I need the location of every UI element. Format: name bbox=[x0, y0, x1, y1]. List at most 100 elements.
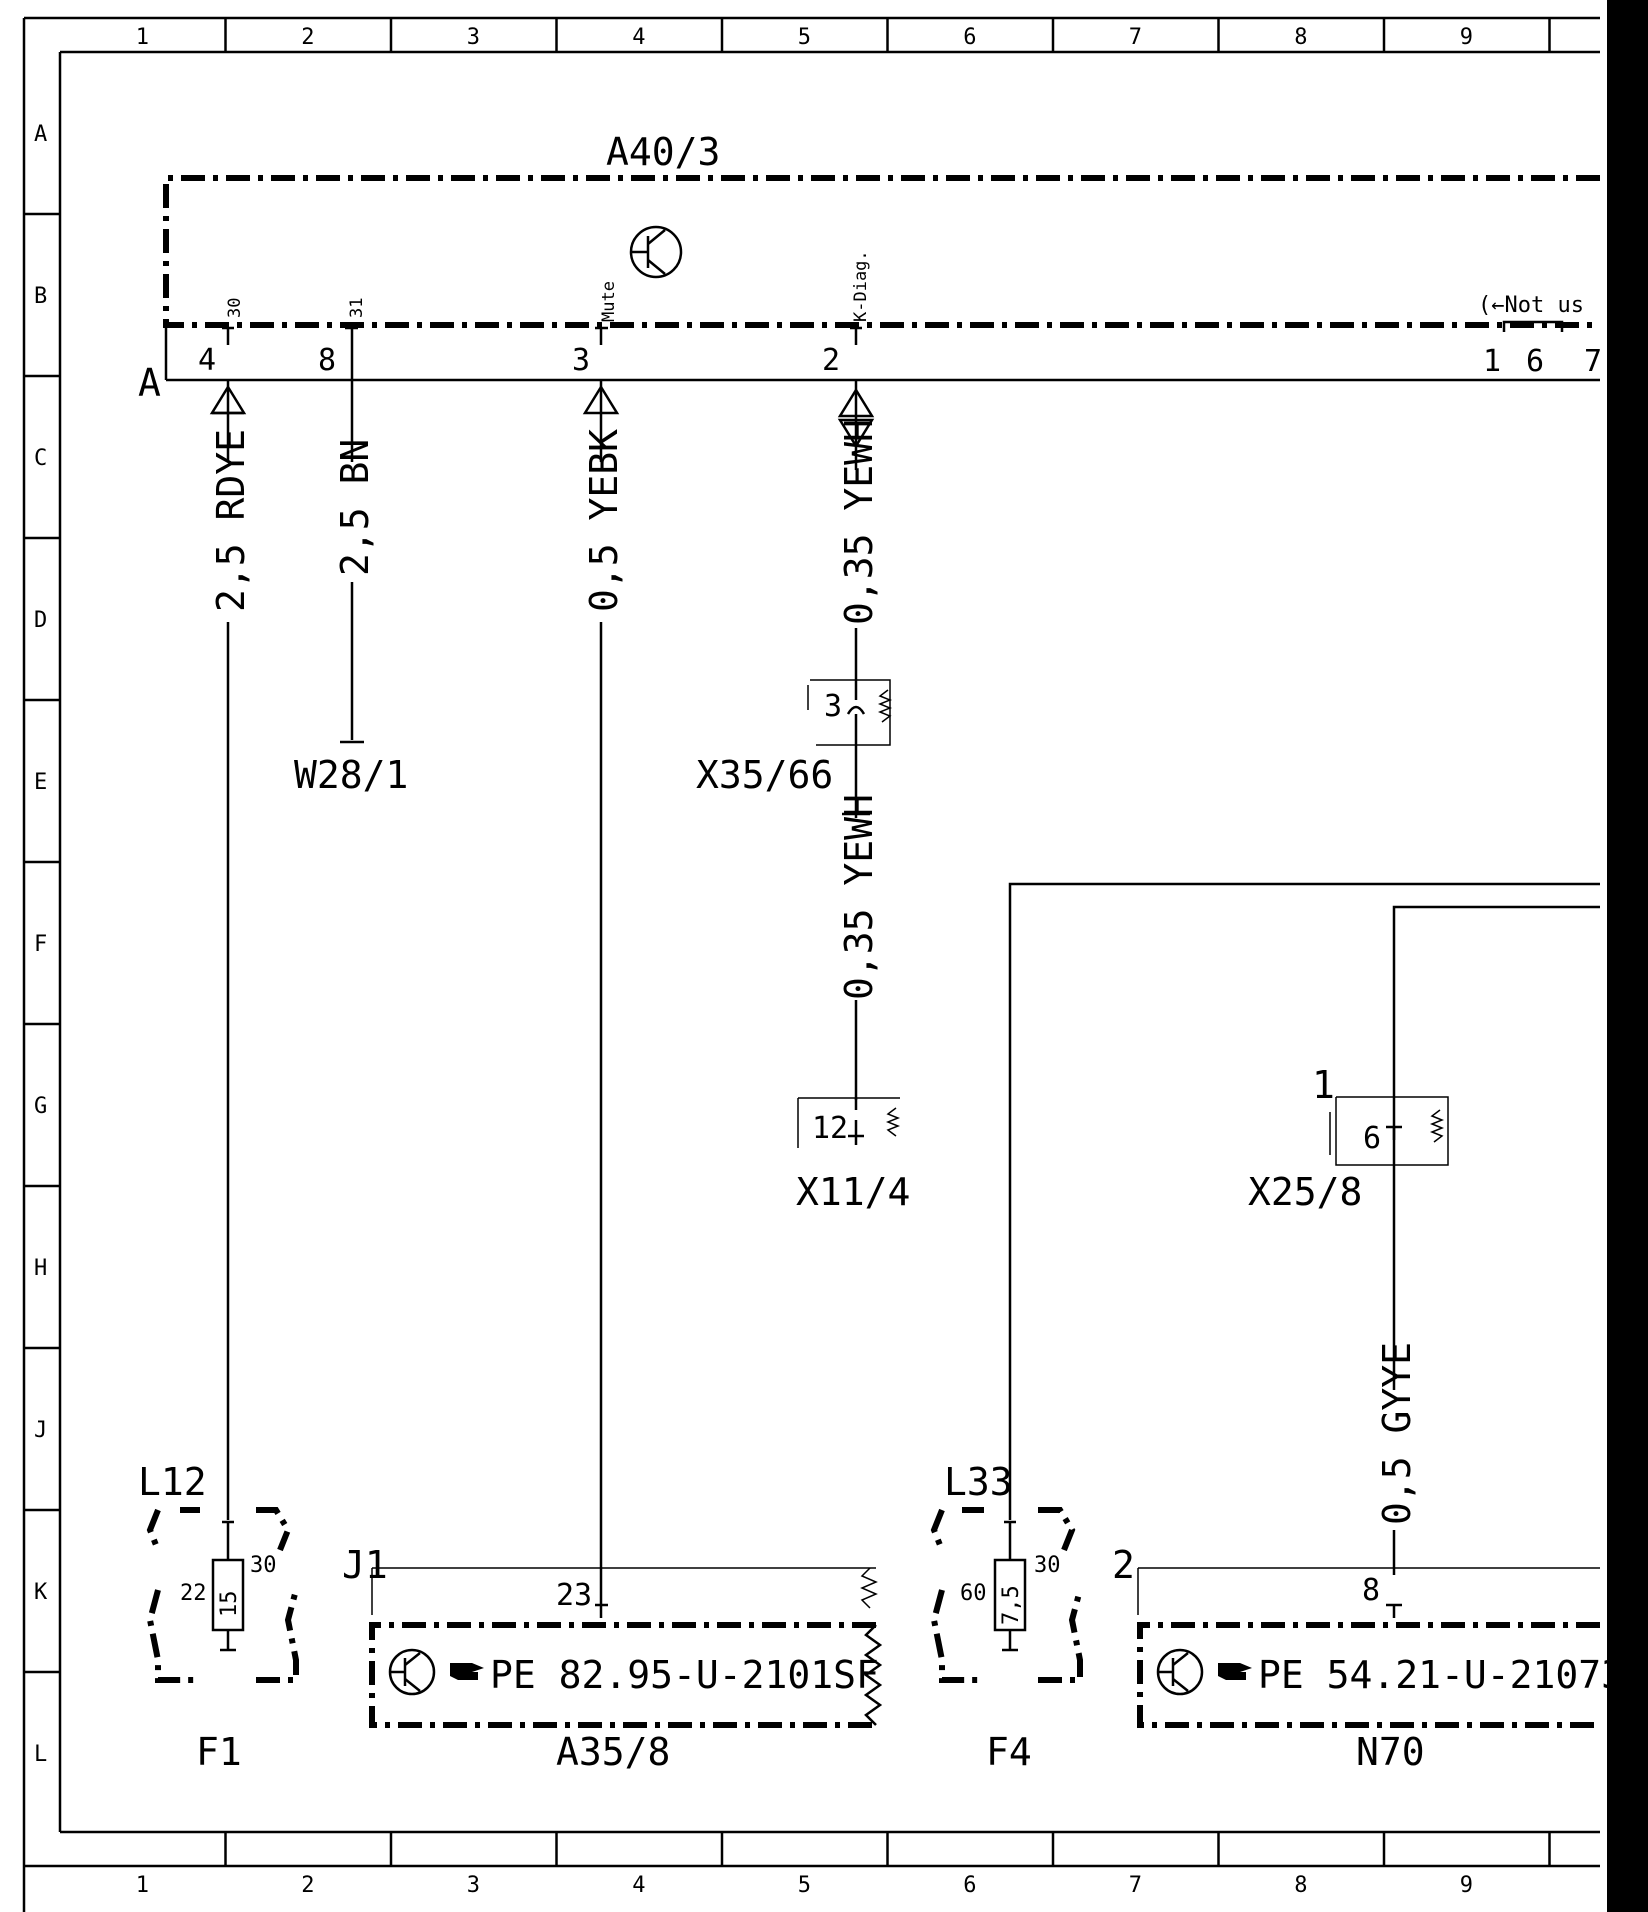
column-label: 4 bbox=[632, 1873, 645, 1898]
component-name: A35/8 bbox=[556, 1730, 670, 1774]
wire-yebk: 0,5 YEBK bbox=[582, 380, 626, 1605]
connector-a-label: A bbox=[138, 361, 161, 405]
component-ref: PE 54.21-U-21073 bbox=[1258, 1653, 1624, 1697]
connector-lead: 1 bbox=[1312, 1063, 1335, 1107]
not-used-pin: 6 bbox=[1526, 344, 1544, 379]
feed-lines bbox=[1008, 882, 1600, 1575]
connector-x25-8: 1 6 X25/8 0,5 GYYE bbox=[1248, 1063, 1449, 1530]
column-label: 5 bbox=[798, 1873, 811, 1898]
pin-number: 2 bbox=[822, 343, 840, 378]
row-label: C bbox=[34, 446, 47, 471]
wire-label: 0,35 YEWH bbox=[837, 794, 881, 1000]
not-used-pin: 7 bbox=[1584, 344, 1602, 379]
pin-31: 8 31 bbox=[318, 298, 367, 378]
pin-30: 4 30 bbox=[198, 298, 245, 378]
pin-k-diag: 2 K-Diag. bbox=[822, 250, 871, 378]
row-label: G bbox=[34, 1094, 47, 1119]
column-label: 8 bbox=[1294, 1873, 1307, 1898]
fuse-in: 22 bbox=[180, 1581, 207, 1606]
column-label: 1 bbox=[136, 25, 149, 50]
connector-name: X25/8 bbox=[1248, 1170, 1362, 1214]
component-pin: 8 bbox=[1362, 1573, 1380, 1608]
connector-x35-66: 3 X35/66 0,35 YEWH bbox=[696, 679, 893, 1110]
not-used-label: (←Not us bbox=[1478, 293, 1584, 318]
row-label: B bbox=[34, 284, 47, 309]
row-label: K bbox=[34, 1580, 48, 1605]
not-used-pin: 1 bbox=[1483, 344, 1501, 379]
not-used-pins: (←Not us 1 6 7 bbox=[1478, 293, 1602, 379]
fuse-block: L12 bbox=[138, 1460, 207, 1504]
connector-name: X35/66 bbox=[696, 753, 833, 797]
connector-pin: 3 bbox=[824, 689, 842, 724]
row-label: A bbox=[34, 122, 47, 147]
pin-mute: 3 Mute bbox=[572, 281, 619, 378]
row-label: H bbox=[34, 1256, 47, 1281]
column-label: 6 bbox=[963, 1873, 976, 1898]
drawing-frame bbox=[22, 0, 1648, 1912]
column-label: 3 bbox=[467, 1873, 480, 1898]
component-name: N70 bbox=[1356, 1730, 1425, 1774]
wire-label: 0,5 YEBK bbox=[582, 429, 626, 612]
component-a35-8: J1 23 PE 82.95-U-2101SF A35/8 bbox=[342, 1543, 883, 1774]
right-edge-bar bbox=[1607, 0, 1648, 1912]
column-label: 8 bbox=[1294, 25, 1307, 50]
fuse-out: 30 bbox=[1034, 1553, 1061, 1578]
transistor-icon bbox=[388, 1648, 436, 1696]
pin-number: 8 bbox=[318, 343, 336, 378]
transistor-icon bbox=[629, 225, 683, 279]
wire-label: 2,5 BN bbox=[333, 439, 377, 576]
fuse-name: F1 bbox=[196, 1730, 242, 1774]
column-label: 1 bbox=[136, 1873, 149, 1898]
wire-yewh: 0,35 YEWH bbox=[837, 380, 881, 700]
fuse-in: 60 bbox=[960, 1581, 987, 1606]
row-label: D bbox=[34, 608, 47, 633]
wire-rdye: 2,5 RDYE bbox=[209, 380, 253, 1520]
module-a40-3: A40/3 A bbox=[138, 130, 1600, 405]
pin-number: 4 bbox=[198, 343, 216, 378]
row-ruler-left: A B C D E F G H J K L bbox=[24, 122, 60, 1767]
pin-terminal: K-Diag. bbox=[851, 250, 871, 322]
component-lead: J1 bbox=[342, 1543, 388, 1587]
component-n70: 2 8 PE 54.21-U-21073 N70 bbox=[1112, 1543, 1624, 1774]
connector-name: X11/4 bbox=[796, 1170, 910, 1214]
column-label: 6 bbox=[963, 25, 976, 50]
fuse-rating: 7,5 bbox=[999, 1585, 1024, 1625]
pin-terminal: 31 bbox=[347, 298, 367, 318]
pin-terminal: Mute bbox=[599, 281, 619, 322]
column-label: 9 bbox=[1460, 25, 1473, 50]
column-ruler-top: 1 2 3 4 5 6 7 8 9 bbox=[136, 18, 1551, 52]
column-label: 5 bbox=[798, 25, 811, 50]
wire-bn: 2,5 BN W28/1 bbox=[294, 345, 408, 797]
column-label: 9 bbox=[1460, 1873, 1473, 1898]
fuse-out: 30 bbox=[250, 1553, 277, 1578]
row-label: L bbox=[34, 1742, 47, 1767]
column-label: 4 bbox=[632, 25, 645, 50]
column-label: 7 bbox=[1129, 25, 1142, 50]
component-lead: 2 bbox=[1112, 1543, 1135, 1587]
fuse-rating: 15 bbox=[217, 1591, 242, 1618]
connector-x11-4: 12 X11/4 bbox=[796, 1097, 910, 1214]
pointing-hand-icon bbox=[450, 1663, 484, 1680]
wire-label: 2,5 RDYE bbox=[209, 429, 253, 612]
pin-terminal: 30 bbox=[225, 298, 245, 318]
ground-name: W28/1 bbox=[294, 753, 408, 797]
row-label: E bbox=[34, 770, 47, 795]
row-label: F bbox=[34, 932, 47, 957]
fuse-f1: L12 15 22 30 F1 bbox=[138, 1460, 299, 1774]
wire-label: 0,35 YEWH bbox=[837, 419, 881, 625]
column-label: 3 bbox=[467, 25, 480, 50]
pointing-hand-icon bbox=[1218, 1663, 1252, 1680]
pin-number: 3 bbox=[572, 343, 590, 378]
component-ref: PE 82.95-U-2101SF bbox=[490, 1653, 879, 1697]
column-label: 2 bbox=[301, 25, 314, 50]
connector-pin: 6 bbox=[1363, 1121, 1381, 1156]
fuse-block: L33 bbox=[944, 1460, 1013, 1504]
module-name: A40/3 bbox=[606, 130, 720, 174]
component-pin: 23 bbox=[556, 1578, 592, 1613]
connector-pin: 12 bbox=[812, 1111, 848, 1146]
fuse-f4: L33 7,5 60 30 F4 bbox=[930, 1460, 1083, 1774]
column-label: 2 bbox=[301, 1873, 314, 1898]
row-label: J bbox=[34, 1418, 47, 1443]
